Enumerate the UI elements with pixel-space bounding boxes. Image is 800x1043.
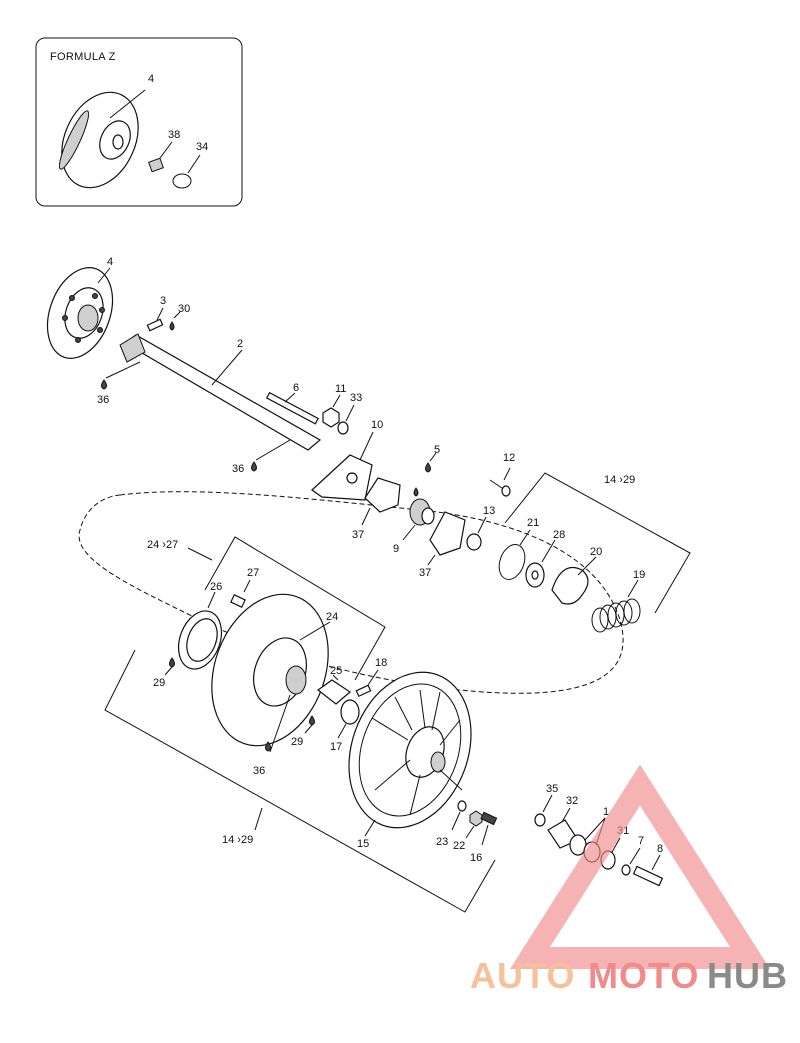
callout-36-c: 36 <box>253 765 265 777</box>
drive-shaft: 2 <box>119 333 322 451</box>
callout-33: 33 <box>350 392 362 404</box>
watermark-part-2: MOTO <box>588 955 699 996</box>
callout-10: 10 <box>371 419 383 431</box>
formula-z-inset: FORMULA Z 4 38 34 <box>35 37 243 207</box>
callout-20: 20 <box>590 546 602 558</box>
callout-29-a: 29 <box>153 677 165 689</box>
callout-4: 4 <box>107 256 113 268</box>
inset-title: FORMULA Z <box>50 51 116 63</box>
inset-callout-34: 34 <box>196 141 208 153</box>
callout-30: 30 <box>178 303 190 315</box>
callout-25: 25 <box>330 665 342 677</box>
callout-18: 18 <box>375 657 387 669</box>
callout-28: 28 <box>553 529 565 541</box>
callout-2: 2 <box>237 338 243 350</box>
fixed-sheave: 4 <box>46 256 113 359</box>
callout-16: 16 <box>470 852 482 864</box>
callout-5: 5 <box>434 444 440 456</box>
callout-8: 8 <box>657 843 663 855</box>
watermark-part-3: HUB <box>707 955 788 996</box>
callout-19: 19 <box>633 569 645 581</box>
callout-29-b: 29 <box>291 736 303 748</box>
range-14-29-upper: 14 ›29 <box>604 474 635 486</box>
watermark-part-1: AUTO <box>470 955 575 996</box>
callout-37-a: 37 <box>352 529 364 541</box>
callout-1: 1 <box>603 806 609 818</box>
spring <box>591 598 641 633</box>
callout-17: 17 <box>330 741 342 753</box>
automotohub-watermark-logo: AUTO MOTO HUB <box>470 764 788 996</box>
range-24-27: 24 ›27 <box>147 539 178 551</box>
callout-12: 12 <box>503 452 515 464</box>
range-14-29-lower: 14 ›29 <box>222 834 253 846</box>
callout-7: 7 <box>638 835 644 847</box>
callout-35: 35 <box>546 783 558 795</box>
callout-9: 9 <box>393 543 399 555</box>
callout-36-a: 36 <box>97 394 109 406</box>
callout-32: 32 <box>566 795 578 807</box>
callout-13: 13 <box>483 505 495 517</box>
movable-sheave <box>211 593 329 747</box>
inset-callout-38: 38 <box>168 129 180 141</box>
callout-26: 26 <box>210 581 222 593</box>
callout-15: 15 <box>357 838 369 850</box>
callout-24: 24 <box>326 611 338 623</box>
inset-callout-4: 4 <box>148 73 154 85</box>
callout-36-b: 36 <box>232 463 244 475</box>
callout-37-b: 37 <box>419 567 431 579</box>
callout-27: 27 <box>247 567 259 579</box>
callout-22: 22 <box>453 840 465 852</box>
dashed-assembly-outline <box>78 491 624 694</box>
callout-23: 23 <box>436 836 448 848</box>
callout-6: 6 <box>293 382 299 394</box>
callout-11: 11 <box>335 383 346 395</box>
ribbed-sheave <box>348 671 472 829</box>
callout-3: 3 <box>160 295 166 307</box>
callout-21: 21 <box>527 517 539 529</box>
